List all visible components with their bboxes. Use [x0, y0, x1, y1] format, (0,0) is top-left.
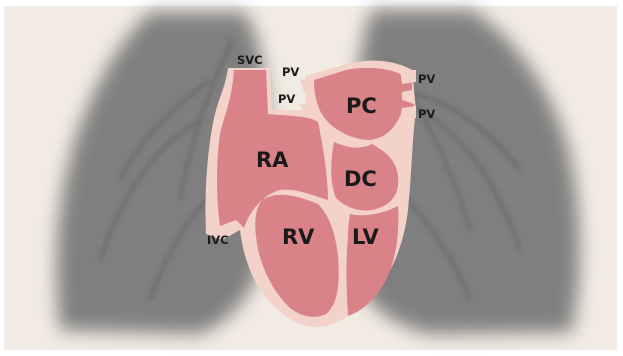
lv-label: LV: [352, 225, 379, 249]
ivc-label: IVC: [207, 233, 229, 247]
ra-label: RA: [256, 148, 289, 172]
pv-left-lower-label: PV: [278, 92, 295, 106]
dc-label: DC: [344, 167, 377, 191]
pv-right-upper-label: PV: [418, 72, 435, 86]
svc-label: SVC: [237, 53, 263, 67]
pv-right-lower-label: PV: [418, 107, 435, 121]
rv-label: RV: [282, 225, 315, 249]
pv-left-upper-label: PV: [282, 65, 299, 79]
pc-label: PC: [346, 94, 377, 118]
